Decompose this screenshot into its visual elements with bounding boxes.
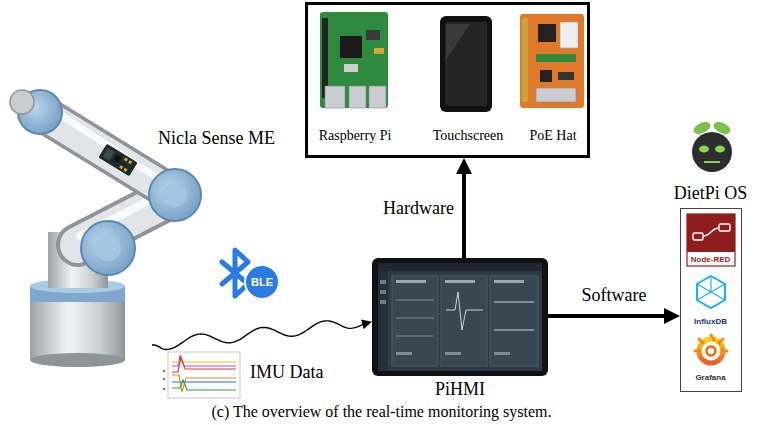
software-box: DietPi OSNode-REDInfluxDBGrafana [680,208,742,392]
component-label: Touchscreen [433,128,504,144]
figure-caption: (c) The overview of the real-time monito… [0,403,763,421]
component-label: Raspberry Pi [319,128,392,144]
imu-chart [163,352,240,398]
hardware-box: Raspberry Pi Touchscreen PoE Hat [305,2,590,158]
app-label: Node-RED [691,255,731,264]
hardware-arrow [462,166,466,258]
edge-label: Hardware [383,198,454,219]
node-red-icon [687,214,735,266]
app-label: InfluxDB [694,317,727,326]
device-label: PiHMI [435,379,485,400]
ble-badge-text: BLE [251,276,273,289]
component-label: PoE Hat [529,128,576,144]
hmi-screen-drawing [372,258,548,376]
edge-label: Software [582,285,647,306]
dietpi-logo [692,120,733,172]
hmi-screen: PiHMI [372,258,548,376]
ble-signal-wave [152,321,368,350]
influxdb-icon [697,276,725,308]
poe-hat-board [520,14,584,108]
robot-arm: Nicla Sense ME [0,90,150,362]
touchscreen-device [440,16,492,112]
os-label: DietPi OS [674,183,748,204]
bluetooth-icon [222,250,279,299]
grafana-icon [695,335,727,363]
app-label: Grafana [695,373,725,382]
data-label: IMU Data [250,362,323,383]
sensor-label: Nicla Sense ME [158,128,275,149]
raspberry-pi-board [320,12,388,108]
software-arrow [548,314,672,318]
